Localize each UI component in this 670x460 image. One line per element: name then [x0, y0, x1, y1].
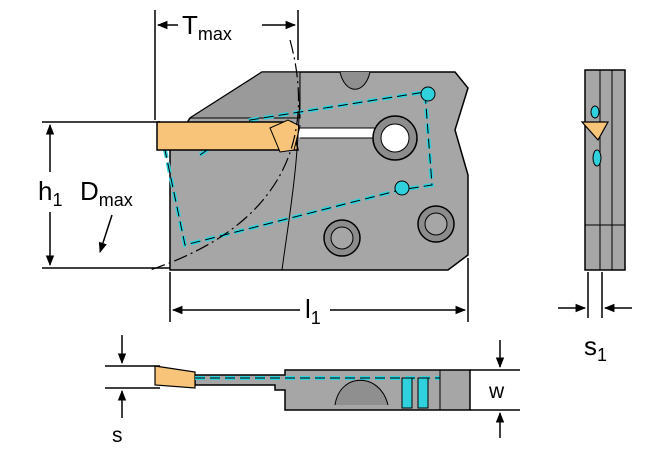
upper-jaw — [188, 71, 301, 119]
mount-hole-1-inner — [330, 226, 354, 250]
coolant-port-2 — [394, 180, 410, 196]
coolant-port-1 — [420, 86, 436, 102]
coolant-channel-line — [164, 91, 433, 246]
w-label: w — [488, 380, 505, 403]
insert — [156, 121, 299, 151]
tmax-label: Tmax — [182, 10, 232, 44]
clamp-hole-inner — [380, 123, 410, 153]
side-view — [149, 39, 469, 271]
dmax-arc — [149, 39, 300, 271]
body-arc — [281, 71, 301, 271]
l1-label: l1 — [305, 294, 321, 328]
l1-dimension: l1 — [169, 258, 469, 328]
top-notch — [339, 71, 371, 90]
s-label: s — [112, 424, 123, 447]
clamp-slot — [290, 127, 381, 139]
s1-label: s1 — [584, 331, 607, 365]
top-view: s w — [105, 335, 520, 447]
tmax-dimension: Tmax — [154, 10, 299, 120]
end-view: s1 — [558, 69, 632, 365]
h1-label: h1 — [38, 176, 62, 210]
mount-hole-2-inner — [424, 212, 448, 236]
dmax-label: Dmax — [80, 176, 133, 210]
h1-dimension: h1 — [38, 121, 170, 269]
dmax-dimension: Dmax — [80, 176, 133, 253]
